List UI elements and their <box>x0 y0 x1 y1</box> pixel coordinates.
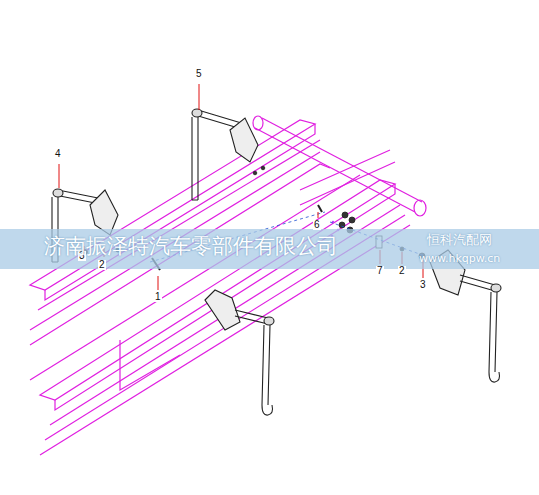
callout-number: 1 <box>154 292 162 302</box>
callout-number: 2 <box>398 266 406 276</box>
callout-number: 3 <box>419 280 427 290</box>
watermark-text: 济南振泽特汽车零部件有限公司 <box>44 236 338 257</box>
watermark-band <box>0 229 539 269</box>
callout-number: 4 <box>54 149 62 159</box>
callout-number: 7 <box>376 266 384 276</box>
watermark-text: www.hkqpw.cn <box>419 253 500 264</box>
frame-rails <box>30 116 426 455</box>
callout-number: 2 <box>98 260 106 270</box>
callout-number: 6 <box>313 220 321 230</box>
callout-number: 5 <box>195 69 203 79</box>
watermark-text: 恒科汽配网 <box>427 233 492 246</box>
